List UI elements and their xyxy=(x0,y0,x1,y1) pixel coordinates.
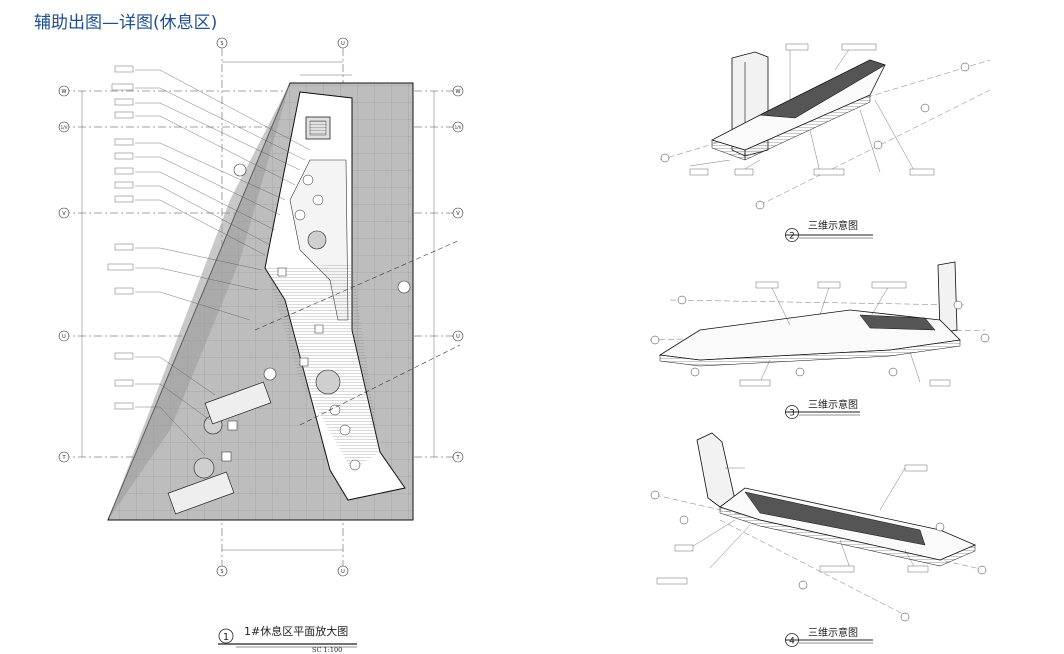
grid-bubble-left-t: T xyxy=(61,455,66,461)
grid-bubble-right-w: W xyxy=(456,89,461,95)
grid-bubble-right-t: T xyxy=(455,455,460,461)
view-3-number: 3 xyxy=(789,409,795,419)
view-4-number: 4 xyxy=(789,637,795,647)
plan-drawing: S U S U W 1/V V U T W 1/V V U T 1 1#休息区平… xyxy=(58,37,464,654)
plan-caption-bubble xyxy=(218,628,234,644)
grid-bubble-right-u: U xyxy=(456,334,460,340)
grid-bubble-top-u: U xyxy=(341,41,345,47)
view-2-drawing: 2 三维示意图 xyxy=(659,43,991,242)
view-3-caption: 三维示意图 xyxy=(808,398,858,411)
page-title: 辅助出图—详图(休息区) xyxy=(34,13,218,33)
grid-bubble-bottom-u: U xyxy=(341,569,345,575)
grid-bubble-top-s: S xyxy=(220,41,223,47)
grid-bubble-left-u: U xyxy=(62,334,66,340)
grid-bubble-right-1v: 1/V xyxy=(455,125,462,130)
view-3-drawing: 3 三维示意图 xyxy=(649,261,990,419)
plan-scale: SC 1:100 xyxy=(312,646,342,654)
view-2-number: 2 xyxy=(789,232,795,242)
grid-bubble-left-w: W xyxy=(62,89,67,95)
plan-caption-number: 1 xyxy=(223,632,229,643)
view-4-caption: 三维示意图 xyxy=(808,626,858,639)
view-4-drawing: 4 三维示意图 xyxy=(650,432,987,647)
grid-bubble-bottom-s: S xyxy=(220,569,223,575)
grid-bubble-left-v: V xyxy=(62,211,66,217)
plan-caption-title: 1#休息区平面放大图 xyxy=(244,624,348,638)
view-2-caption: 三维示意图 xyxy=(808,219,858,232)
grid-bubble-right-v: V xyxy=(456,211,460,217)
grid-bubble-left-1v: 1/V xyxy=(61,125,68,130)
